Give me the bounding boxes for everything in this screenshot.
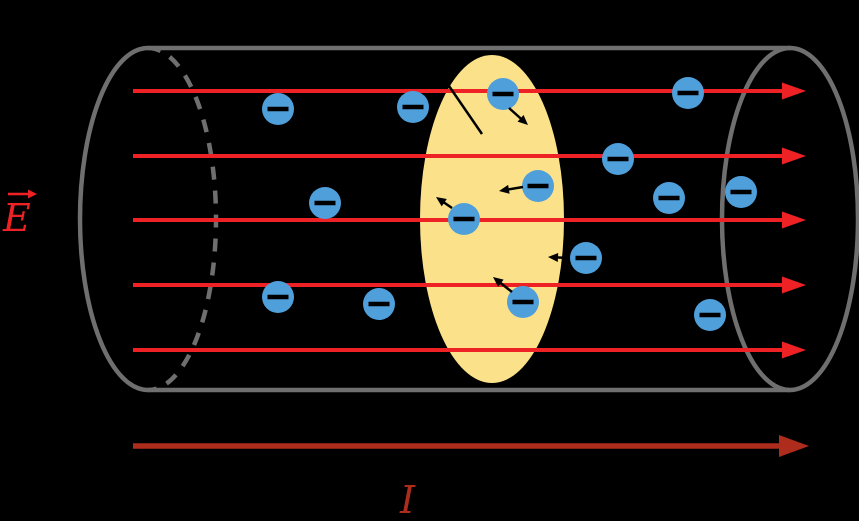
field-line-arrowhead <box>782 341 806 359</box>
field-line-arrowhead <box>782 82 806 100</box>
current-label: I <box>399 478 416 521</box>
field-line-arrowhead <box>782 211 806 229</box>
field-line-arrowhead <box>782 276 806 294</box>
field-line-arrowhead <box>782 147 806 165</box>
current-arrowhead <box>779 435 809 457</box>
electron-velocity-arrowhead <box>499 184 510 194</box>
electric-field-label: E <box>2 196 31 240</box>
electron-velocity-arrowhead <box>548 253 559 262</box>
electron-velocity-arrowhead <box>517 114 528 125</box>
vector-arrowhead-icon <box>28 189 37 199</box>
cylinder-left-cap-front-edge <box>77 45 149 393</box>
electron-velocity-arrowhead <box>493 277 504 287</box>
cross-section-pointer-line <box>447 85 484 135</box>
electron-velocity-arrowhead <box>436 197 447 207</box>
